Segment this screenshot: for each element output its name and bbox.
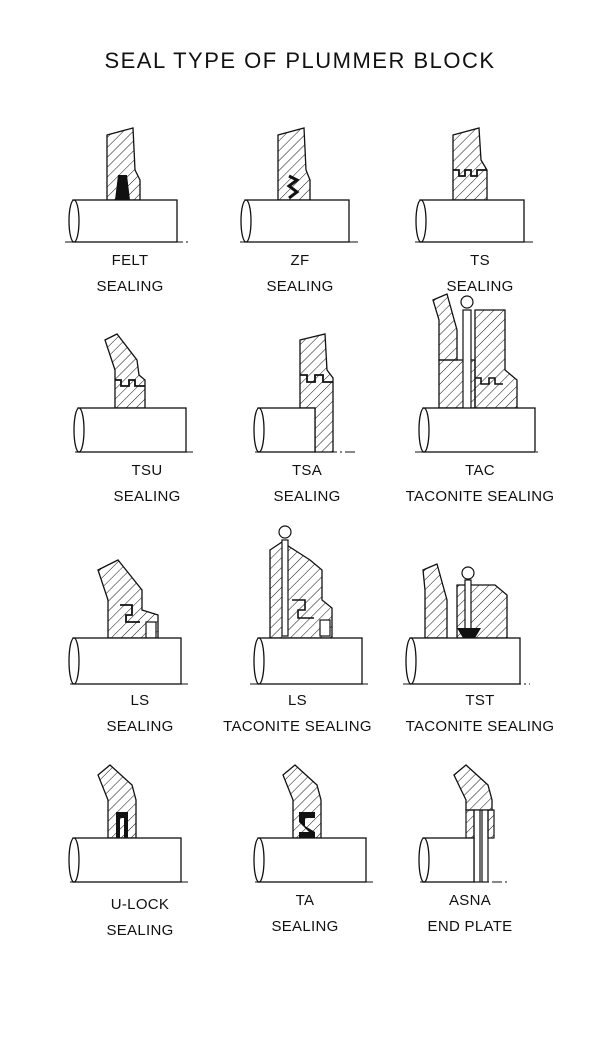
seal-ls: LS SEALING [68, 559, 250, 750]
asna-end-plate-icon [418, 764, 510, 883]
seal-name: TSU [131, 462, 163, 479]
seal-tac: TAC TACONITE SEALING [395, 290, 575, 520]
seal-desc: SEALING [266, 278, 334, 295]
seal-desc: SEALING [273, 488, 341, 505]
seal-name: LS [288, 692, 307, 709]
seal-desc: SEALING [106, 718, 174, 735]
seal-desc: SEALING [96, 278, 164, 295]
ts-seal-icon [415, 127, 533, 243]
u-lock-seal-icon [68, 764, 188, 883]
seal-asna: ASNA END PLATE [418, 760, 600, 950]
seal-name: ZF [290, 252, 310, 269]
seal-name: ASNA [448, 892, 492, 909]
seal-desc: SEALING [271, 918, 339, 935]
seal-desc: END PLATE [427, 918, 513, 935]
seal-tst: TST TACONITE SEALING [395, 560, 575, 750]
seal-felt: FELT SEALING [65, 120, 245, 300]
seal-name: FELT [111, 252, 149, 269]
seal-name: TS [470, 252, 490, 269]
seal-desc: TACONITE SEALING [405, 488, 555, 505]
tsa-seal-icon [253, 333, 355, 453]
seal-ts: TS SEALING [415, 120, 595, 300]
seal-name: TAC [465, 462, 495, 479]
seal-name: TST [465, 692, 495, 709]
seal-desc: TACONITE SEALING [223, 718, 372, 735]
seal-desc: TACONITE SEALING [405, 718, 555, 735]
seal-desc: SEALING [446, 278, 514, 295]
seal-name: LS [130, 692, 150, 709]
tsu-seal-icon [73, 333, 193, 453]
seal-u-lock: U-LOCK SEALING [68, 760, 250, 950]
seal-desc: SEALING [106, 922, 174, 939]
ta-seal-icon [253, 764, 373, 883]
seal-name: U-LOCK [110, 896, 170, 913]
tst-seal-icon [403, 563, 530, 685]
seal-desc: SEALING [113, 488, 181, 505]
seal-zf: ZF SEALING [240, 120, 420, 300]
tac-seal-icon [415, 293, 540, 453]
seal-tsu: TSU SEALING [73, 330, 255, 520]
seal-name: TA [295, 892, 315, 909]
ls-seal-icon [68, 559, 188, 685]
page-title: SEAL TYPE OF PLUMMER BLOCK [104, 48, 496, 73]
zf-seal-icon [240, 127, 358, 243]
seal-tsa: TSA SEALING [253, 330, 435, 520]
seal-name: TSA [291, 462, 323, 479]
felt-seal-icon [65, 127, 190, 243]
seal-ls-taconite: LS TACONITE SEALING [210, 520, 385, 750]
seal-ta: TA SEALING [253, 760, 435, 950]
ls-taconite-seal-icon [250, 525, 370, 685]
